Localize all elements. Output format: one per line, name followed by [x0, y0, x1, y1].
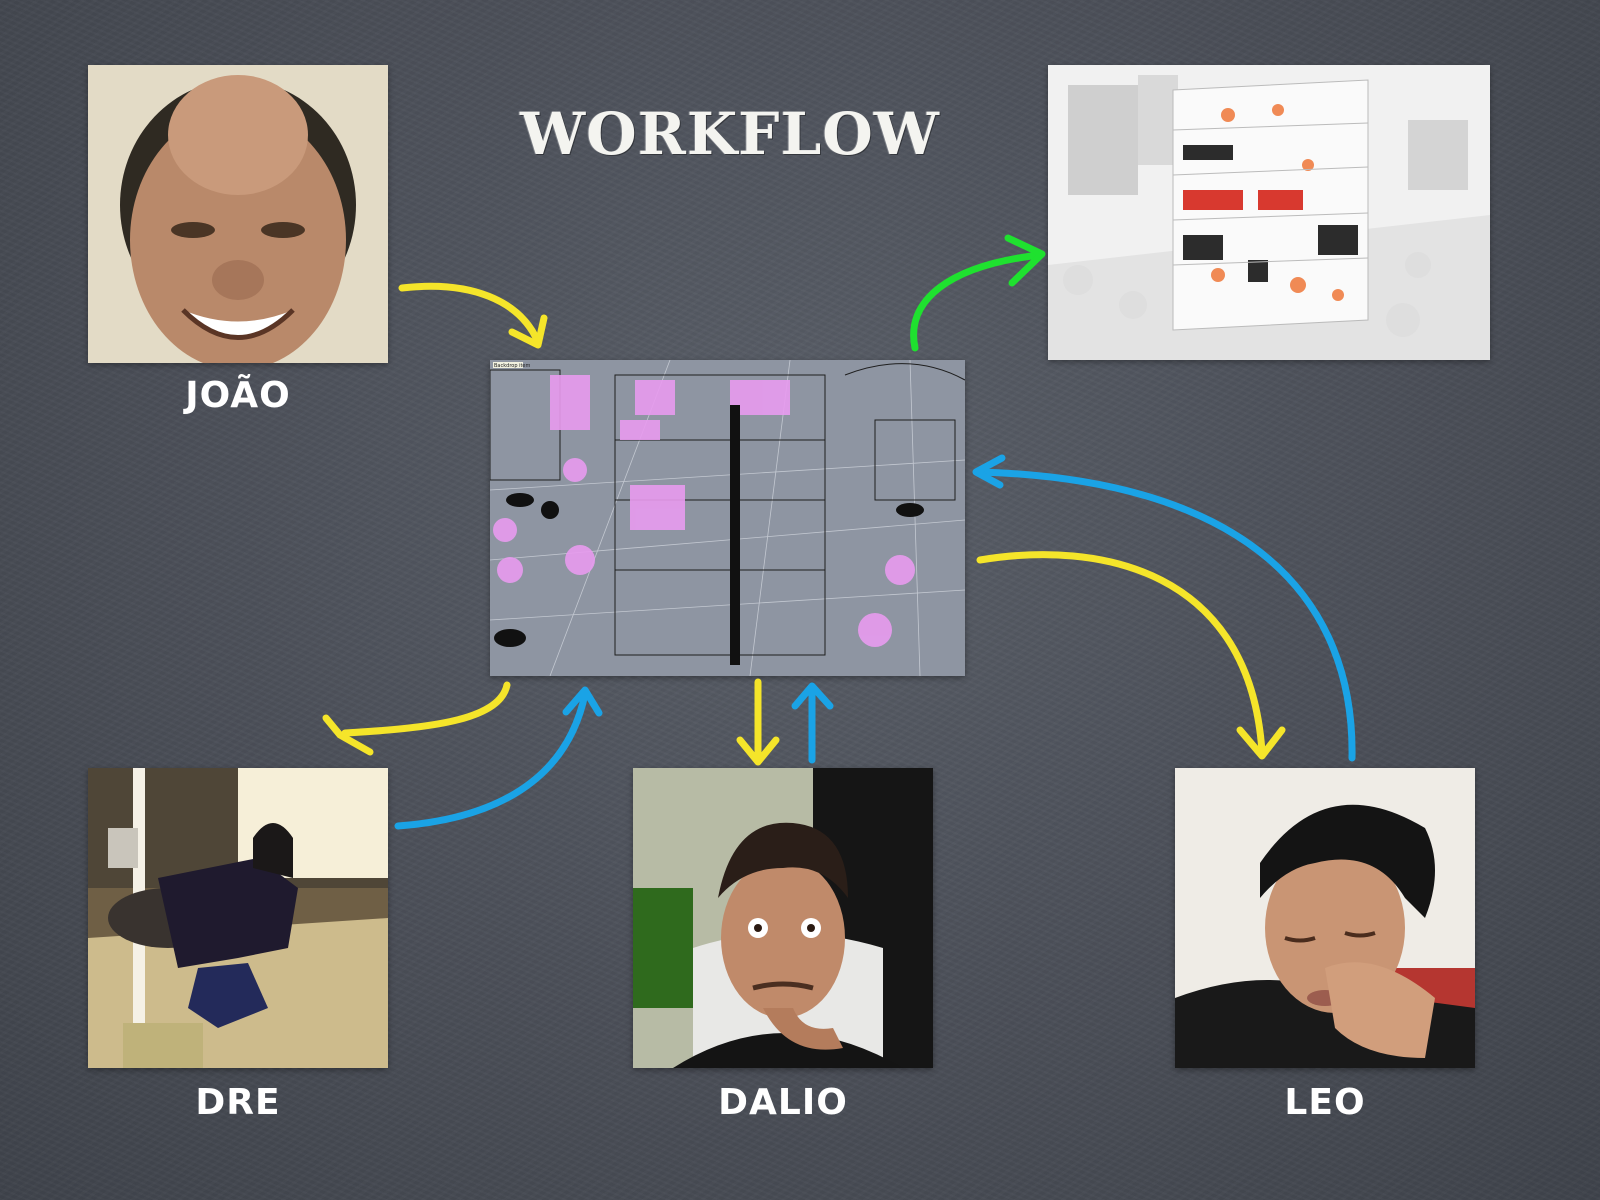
leo-portrait-icon: [1175, 768, 1475, 1068]
arrow-wireframe-to-leo: [976, 551, 1266, 756]
arrow-leo-head: [1236, 726, 1286, 760]
dalio-photo: [633, 768, 933, 1068]
arrow-dalio-head: [736, 736, 780, 766]
dalio-portrait-icon: [633, 768, 933, 1068]
name-dre: DRE: [195, 1082, 281, 1123]
arrow-wireframe-to-dre: [341, 681, 511, 737]
arrow-joao-head: [508, 314, 548, 349]
wireframe-scene-image: Backdrop item: [490, 360, 965, 676]
arrow-dre-to-wireframe: [394, 690, 589, 830]
joao-portrait-icon: [88, 65, 388, 363]
name-joao: JOÃO: [185, 375, 291, 416]
name-dalio: DALIO: [718, 1082, 848, 1123]
joao-photo: [88, 65, 388, 363]
name-leo: LEO: [1284, 1082, 1366, 1123]
arrow-dre-head: [322, 714, 374, 756]
arrow-wireframe-blue-head: [972, 454, 1006, 489]
page-title: WORKFLOW: [520, 100, 940, 168]
leo-photo: [1175, 768, 1475, 1068]
arrow-wireframe-to-render: [910, 251, 1044, 352]
rendered-building-scene-icon: [1048, 65, 1490, 360]
dre-portrait-icon: [88, 768, 388, 1068]
rendered-scene-image: [1048, 65, 1490, 360]
dre-photo: [88, 768, 388, 1068]
arrow-joao-to-wireframe: [398, 282, 542, 346]
arrow-leo-to-wireframe: [976, 468, 1356, 762]
wireframe-scene-icon: Backdrop item: [490, 360, 965, 676]
arrow-dre-blue-head: [562, 686, 603, 717]
wireframe-tag: Backdrop item: [494, 363, 531, 369]
arrow-dalio-blue-head: [791, 682, 834, 710]
arrow-render-head: [1004, 234, 1046, 287]
